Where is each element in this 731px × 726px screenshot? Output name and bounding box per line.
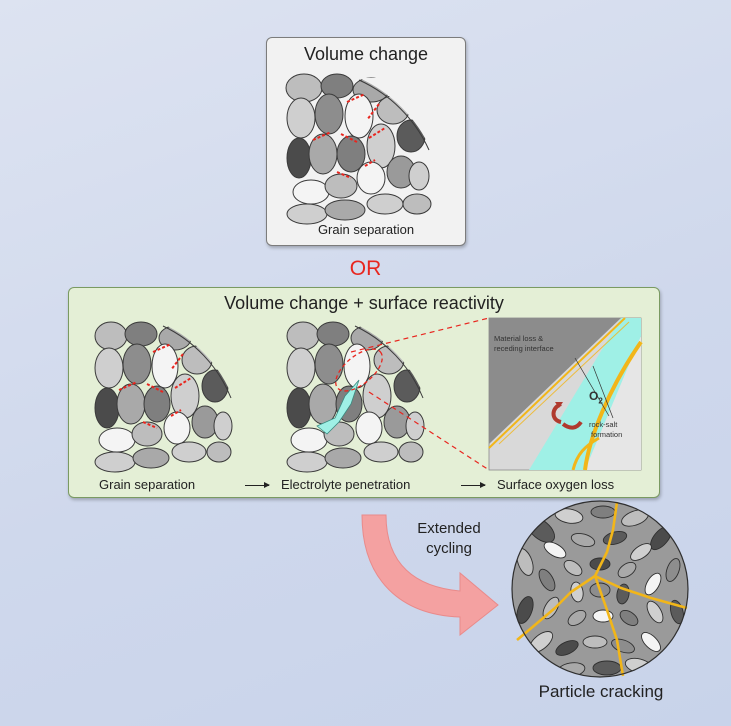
material-loss-note-line2: receding interface [494,344,554,353]
step-arrow-1 [245,485,269,486]
particle-cracking-label: Particle cracking [513,682,689,702]
extended-cycling-line2: cycling [408,539,490,559]
rock-salt-note-line2: formation [591,430,622,439]
volume-change-panel: Volume change [266,37,466,246]
step-grain-separation: Grain separation [99,477,195,492]
step-surface-oxygen-loss: Surface oxygen loss [497,477,614,492]
or-label: OR [0,257,731,281]
step-arrow-2 [461,485,485,486]
o2-letter: O [589,389,598,403]
cracked-particle [511,500,689,678]
material-loss-note-line1: Material loss & [494,334,543,343]
rock-salt-note-line1: rock-salt [589,420,617,429]
extended-cycling-line1: Extended [408,519,490,539]
extended-cycling-label: Extended cycling [408,519,490,559]
surface-reactivity-panel: Volume change + surface reactivity [68,287,660,498]
volume-change-title: Volume change [267,44,465,65]
grain-separation-caption-top: Grain separation [267,222,465,237]
o2-label: O2 [589,392,603,405]
grain-separation-illustration-top [289,80,429,218]
step-electrolyte-penetration: Electrolyte penetration [281,477,410,492]
o2-subscript: 2 [598,396,602,405]
